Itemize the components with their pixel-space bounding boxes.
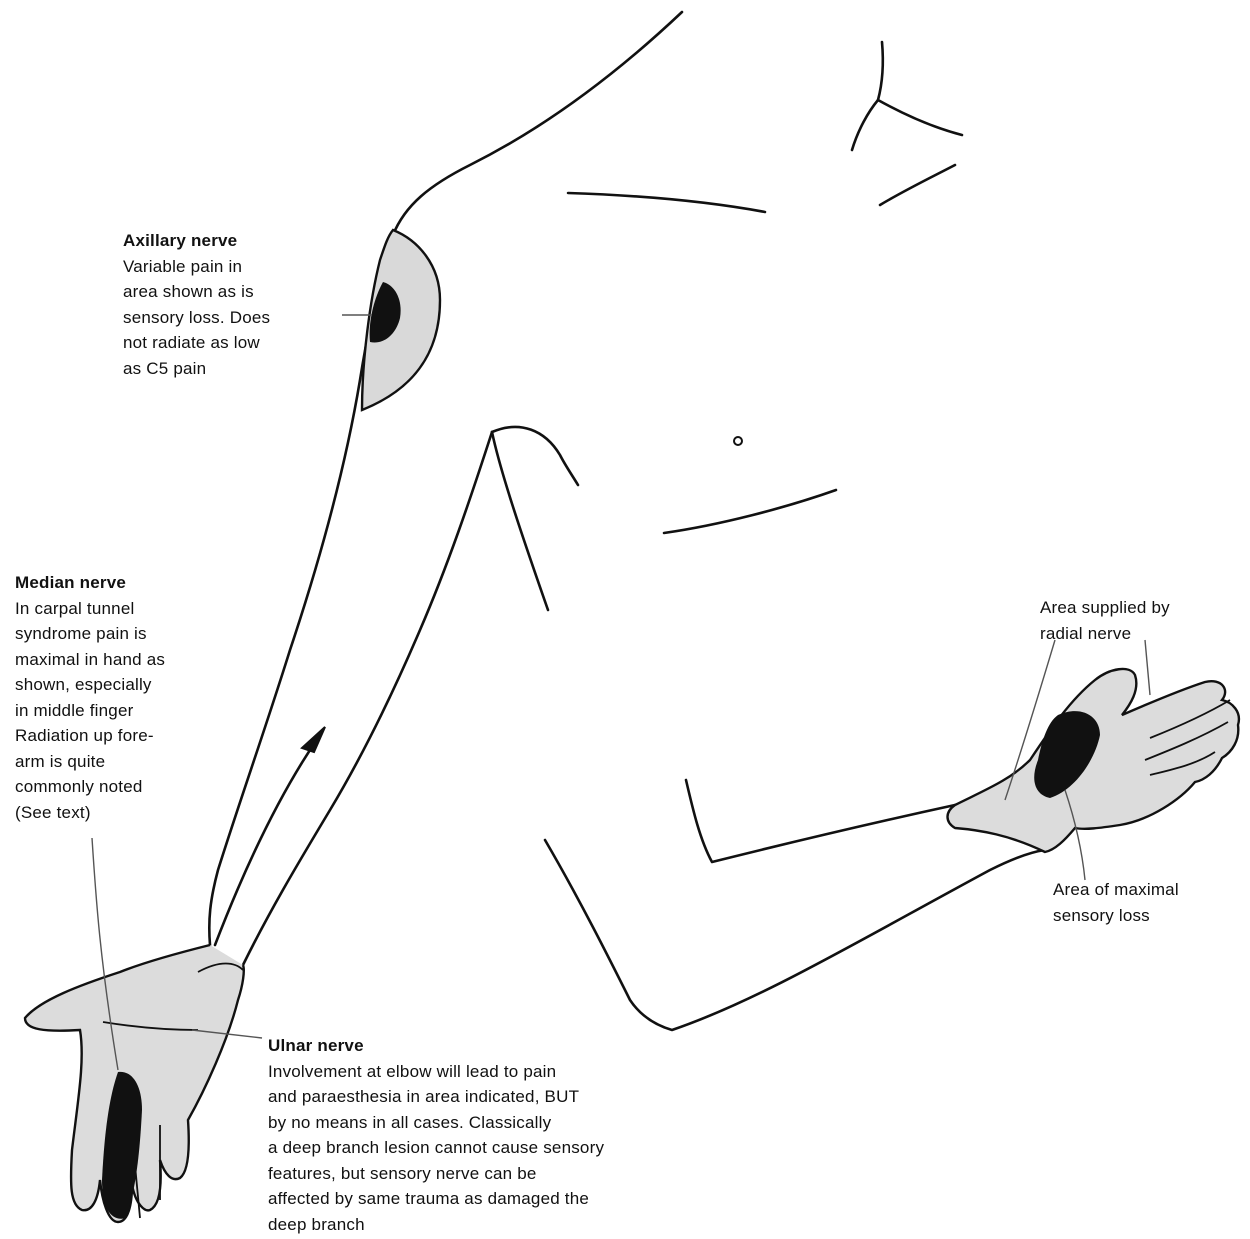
lower-chest-line — [664, 490, 836, 533]
median-text-line: shown, especially — [15, 672, 165, 698]
median-nerve-annotation: Median nerve In carpal tunnel syndrome p… — [15, 570, 165, 825]
median-text-line: in middle finger — [15, 698, 165, 724]
axillary-text-line: area shown as is — [123, 279, 270, 305]
ulnar-nerve-annotation: Ulnar nerve Involvement at elbow will le… — [268, 1033, 604, 1237]
median-text-line: commonly noted — [15, 774, 165, 800]
lowered-hand-outline — [948, 669, 1239, 852]
ulnar-text-line: by no means in all cases. Classically — [268, 1110, 604, 1136]
axillary-nerve-annotation: Axillary nerve Variable pain in area sho… — [123, 228, 270, 381]
ulnar-text-line: deep branch — [268, 1212, 604, 1238]
axillary-text-line: sensory loss. Does — [123, 305, 270, 331]
axillary-text-line: as C5 pain — [123, 356, 270, 382]
lateral-chest-line — [492, 432, 548, 610]
neck-line-1 — [878, 42, 883, 100]
axillary-text-line: Variable pain in — [123, 254, 270, 280]
ulnar-text-line: Involvement at elbow will lead to pain — [268, 1059, 604, 1085]
radiation-arrow-line — [215, 735, 320, 945]
clavicle-line — [568, 193, 765, 212]
radial-leader-2 — [1145, 640, 1150, 695]
maximal-loss-annotation: Area of maximal sensory loss — [1053, 877, 1179, 928]
radial-text-line: Area supplied by — [1040, 595, 1170, 621]
maximal-loss-text-line: Area of maximal — [1053, 877, 1179, 903]
ulnar-text-line: affected by same trauma as damaged the — [268, 1186, 604, 1212]
neck-line-4 — [880, 165, 955, 205]
lowered-arm-upper — [686, 780, 955, 862]
ulnar-text-line: features, but sensory nerve can be — [268, 1161, 604, 1187]
radial-nerve-annotation: Area supplied by radial nerve — [1040, 595, 1170, 646]
median-text-line: In carpal tunnel — [15, 596, 165, 622]
arm-inner-edge — [243, 432, 492, 965]
neck-line-2 — [852, 100, 878, 150]
median-text-line: Radiation up fore- — [15, 723, 165, 749]
ulnar-text-line: and paraesthesia in area indicated, BUT — [268, 1084, 604, 1110]
median-text-line: syndrome pain is — [15, 621, 165, 647]
axillary-nerve-title: Axillary nerve — [123, 228, 270, 254]
ulnar-text-line: a deep branch lesion cannot cause sensor… — [268, 1135, 604, 1161]
median-text-line: (See text) — [15, 800, 165, 826]
axillary-text-line: not radiate as low — [123, 330, 270, 356]
shoulder-outline — [393, 12, 682, 235]
radial-text-line: radial nerve — [1040, 621, 1170, 647]
neck-line-3 — [878, 100, 962, 135]
median-text-line: maximal in hand as — [15, 647, 165, 673]
median-text-line: arm is quite — [15, 749, 165, 775]
maximal-loss-text-line: sensory loss — [1053, 903, 1179, 929]
radiation-arrow-head — [302, 727, 325, 752]
median-nerve-title: Median nerve — [15, 570, 165, 596]
nipple-mark — [734, 437, 742, 445]
ulnar-nerve-title: Ulnar nerve — [268, 1033, 604, 1059]
lowered-arm-lower — [545, 840, 1045, 1030]
